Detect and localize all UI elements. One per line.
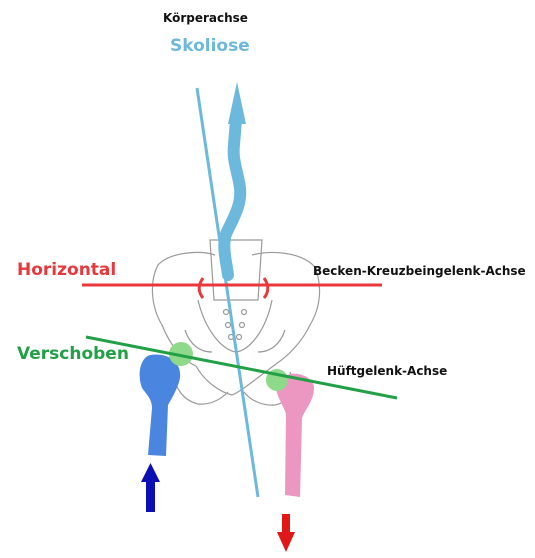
label-verschoben: Verschoben (17, 344, 129, 364)
left-si-joint-mark (199, 278, 203, 298)
label-koerperachse: Körperachse (163, 11, 248, 25)
spine-arrowhead (228, 82, 246, 124)
right-femur (276, 374, 314, 497)
label-becken-kreuzbeingelenk-achse: Becken-Kreuzbeingelenk-Achse (313, 264, 526, 278)
body-axis-line (197, 88, 258, 497)
label-horizontal: Horizontal (17, 260, 116, 280)
label-skoliose: Skoliose (170, 36, 250, 56)
label-hueftgelenk-achse: Hüftgelenk-Achse (327, 364, 447, 378)
spine (224, 82, 246, 275)
left-femur (140, 354, 181, 456)
up-arrow-icon (141, 463, 160, 512)
right-si-joint-mark (264, 278, 268, 298)
down-arrow-icon (277, 514, 295, 552)
